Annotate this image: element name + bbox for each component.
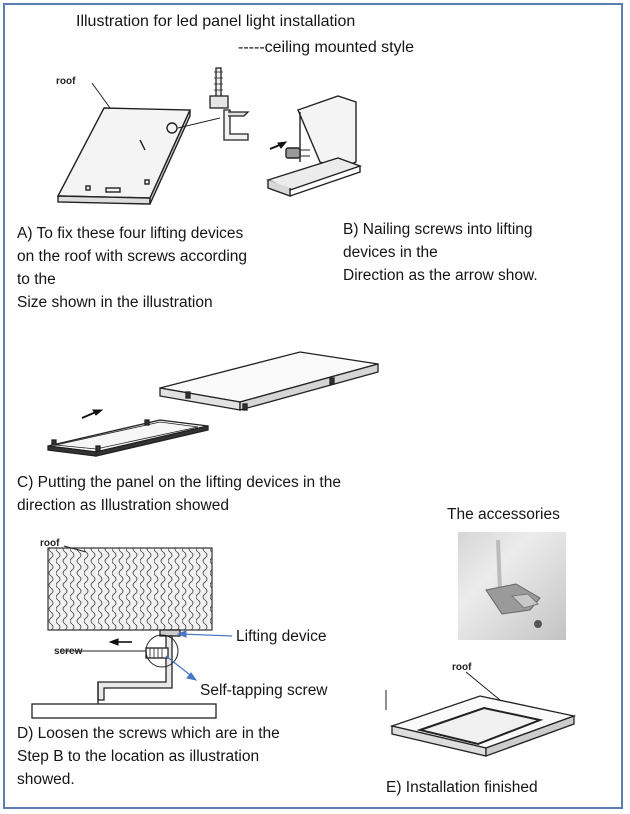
figure-d-screw-label: screw — [54, 646, 83, 657]
page-title: Illustration for led panel light install… — [76, 13, 356, 30]
step-c-caption: C) Putting the panel on the lifting devi… — [17, 471, 437, 517]
figure-b-arrow — [269, 141, 288, 150]
figure-a-roof-label: roof — [56, 76, 76, 87]
figure-d-arrow — [108, 638, 132, 646]
step-a-line: on the roof with screws according — [17, 248, 248, 265]
step-d-caption: D) Loosen the screws which are in the St… — [17, 722, 347, 791]
step-d-line: showed. — [17, 771, 75, 788]
step-a-line: Size shown in the illustration — [17, 294, 213, 311]
accessories-label: The accessories — [447, 506, 560, 523]
lifting-device-label: Lifting device — [236, 628, 327, 645]
step-d-line: Step B to the location as illustration — [17, 748, 260, 765]
figure-c-frame — [47, 419, 209, 457]
step-a-line: A) To fix these four lifting devices — [17, 225, 244, 242]
figure-c-arrow — [81, 409, 104, 419]
figure-a-lifting-device — [209, 67, 250, 141]
step-a-caption: A) To fix these four lifting devices on … — [17, 222, 307, 314]
figure-a-roof-panel — [56, 82, 221, 205]
figure-e-installed-panel — [385, 671, 577, 757]
step-b-line: devices in the — [343, 244, 438, 261]
figure-d-bracket — [31, 629, 217, 719]
step-b-line: B) Nailing screws into lifting — [343, 221, 533, 238]
step-c-line: C) Putting the panel on the lifting devi… — [17, 474, 341, 491]
figure-c-panel — [159, 351, 379, 411]
figure-d-roof-label: roof — [40, 538, 60, 549]
step-c-line: direction as Illustration showed — [17, 497, 229, 514]
step-b-caption: B) Nailing screws into lifting devices i… — [343, 218, 603, 287]
step-d-line: D) Loosen the screws which are in the — [17, 725, 280, 742]
figure-d-callouts — [165, 630, 233, 681]
accessories-photo — [458, 532, 566, 640]
step-a-line: to the — [17, 271, 56, 288]
figure-e-roof-label: roof — [452, 662, 472, 673]
self-tapping-screw-label: Self-tapping screw — [200, 682, 328, 699]
step-e-caption: E) Installation finished — [386, 779, 538, 796]
figure-d-roof-section — [47, 545, 213, 631]
figure-b-bracket — [266, 95, 363, 197]
page-subtitle: -----ceiling mounted style — [238, 39, 415, 56]
accessories-photo-art — [458, 532, 566, 640]
step-b-line: Direction as the arrow show. — [343, 267, 538, 284]
